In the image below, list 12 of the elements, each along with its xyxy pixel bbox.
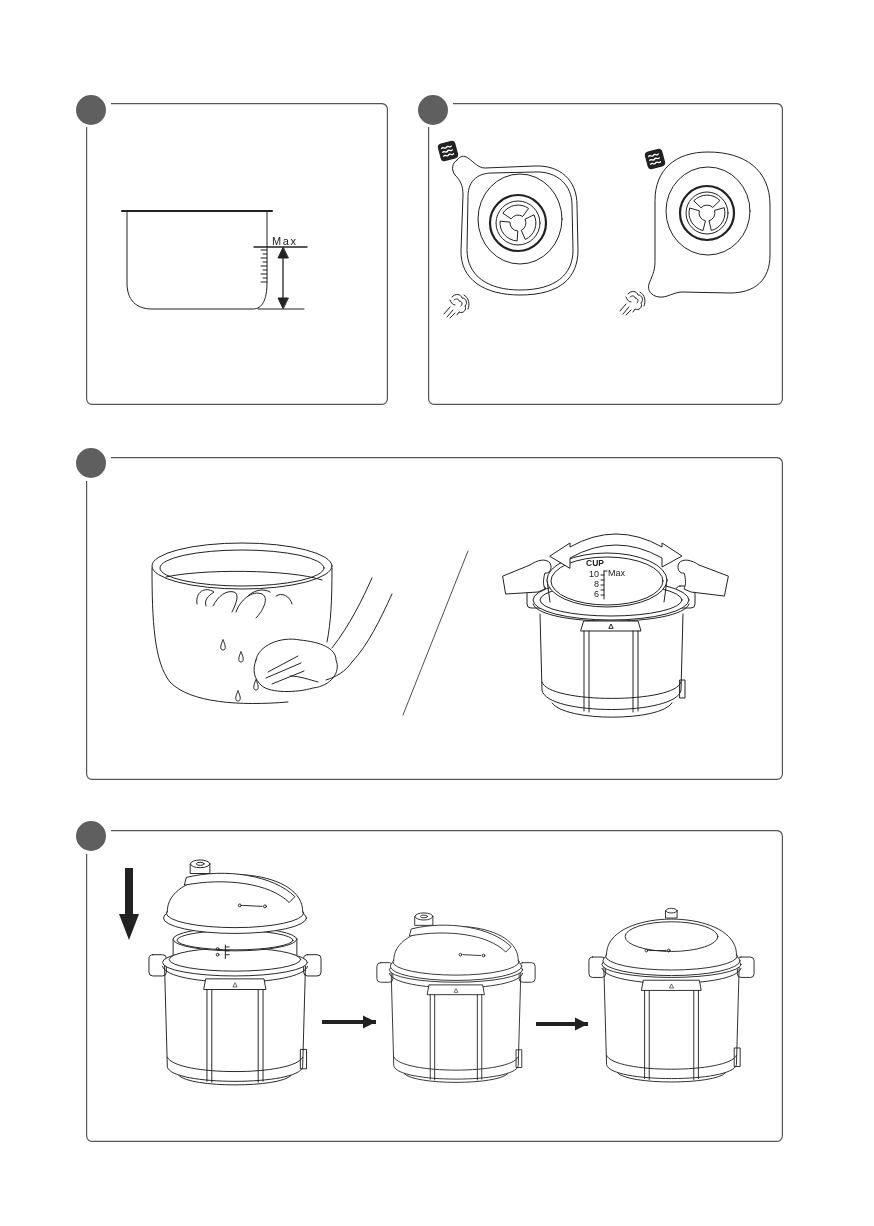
scale-number: 8 [594,580,599,589]
step-panel [428,103,783,405]
max-level-label: Max [272,236,298,247]
arrow [322,1015,376,1029]
scale-number: 10 [589,570,599,579]
step-panel [86,830,783,1142]
unit-label: CUP [586,559,604,568]
arrow [536,1017,588,1031]
max-level-label: Max [608,569,625,578]
step-panel [86,457,783,780]
scale-number: 6 [594,590,599,599]
step-panel [86,103,388,405]
